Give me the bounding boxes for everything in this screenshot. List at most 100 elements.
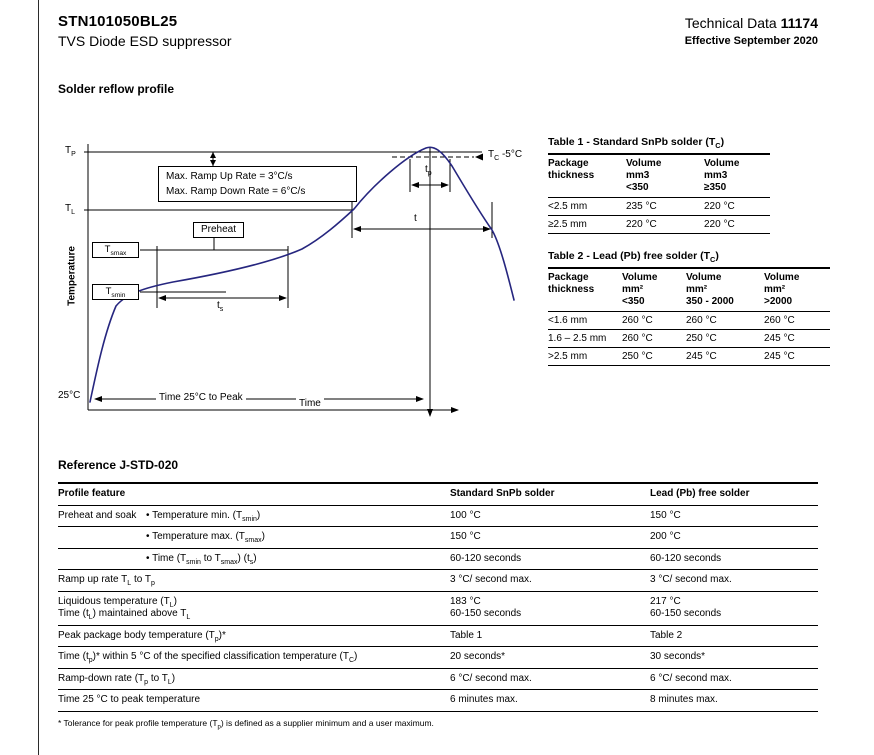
cell-thickness: <2.5 mm (548, 201, 588, 212)
cell-snpb: Table 1 (450, 629, 483, 641)
table-row: • Time (Tsmin to Tsmax) (ts) 60-120 seco… (58, 548, 818, 570)
cell-snpb: 3 °C/ second max. (450, 574, 532, 585)
doc-number: 11174 (780, 15, 818, 31)
reflow-profile-chart: Temperature TP TL Tsmax Tsmin Max. Ramp … (58, 136, 563, 432)
table-row: Time 25 °C to peak temperature 6 minutes… (58, 690, 818, 711)
table-row: <1.6 mm 260 °C 260 °C 260 °C (548, 312, 830, 330)
cell-pbfree: Table 2 (650, 629, 683, 641)
table-row: Time (tp)* within 5 °C of the specified … (58, 647, 818, 668)
ts-time-label: ts (217, 300, 224, 313)
col-header: Package thickness (548, 272, 595, 295)
table-header-row: Profile feature Standard SnPb solder Lea… (58, 483, 818, 505)
col-header: Volume mm² <350 (622, 272, 658, 307)
tp-axis-label: TP (65, 145, 76, 158)
col-header: Volume mm² >2000 (764, 272, 800, 307)
col-header: Package thickness (548, 158, 595, 181)
cell-feature: Liquidous temperature (TL)Time (tL) main… (58, 595, 191, 622)
reference-table: Profile feature Standard SnPb solder Lea… (58, 482, 818, 712)
feature-detail: • Time (Tsmin to Tsmax) (ts) (146, 552, 257, 566)
table2-title: Table 2 - Lead (Pb) free solder (TC) (548, 250, 719, 265)
cell-temp: 220 °C (704, 201, 735, 212)
cell-temp: 260 °C (686, 315, 717, 326)
feature-group: Preheat and soak (58, 509, 137, 521)
tc-minus-5-label: TC -5°C (488, 149, 523, 162)
time-to-peak-label: Time 25°C to Peak (156, 392, 246, 403)
cell-pbfree: 200 °C (650, 531, 681, 542)
tsmin-label-box: Tsmin (92, 284, 139, 300)
cell-temp: 260 °C (764, 315, 795, 326)
doc-type: Technical Data (684, 15, 777, 31)
table2-lead-free: Package thickness Volume mm² <350 Volume… (548, 267, 830, 366)
ramp-down-rate: Max. Ramp Down Rate = 6°C/s (166, 186, 306, 197)
cell-feature: • Time (Tsmin to Tsmax) (ts) (58, 548, 450, 570)
tp-time-label: tp (425, 164, 432, 177)
t-time-label: t (414, 213, 417, 224)
cell-thickness: ≥2.5 mm (548, 219, 587, 230)
table-row: 1.6 – 2.5 mm 260 °C 250 °C 245 °C (548, 330, 830, 348)
table-header-row: Package thickness Volume mm3 <350 Volume… (548, 154, 770, 198)
cell-pbfree: 3 °C/ second max. (650, 574, 732, 585)
cell-feature: Time (tp)* within 5 °C of the specified … (58, 651, 358, 664)
part-number: STN101050BL25 (58, 13, 178, 30)
cell-feature: Ramp up rate TL to Tp (58, 574, 155, 587)
table-row: Preheat and soak • Temperature min. (Tsmi… (58, 505, 818, 527)
measurement-arrows (94, 148, 493, 417)
cell-pbfree: 60-120 seconds (650, 552, 722, 564)
cell-temp: 260 °C (622, 333, 653, 344)
table1-standard-snpb: Package thickness Volume mm3 <350 Volume… (548, 153, 770, 234)
table-row: Ramp up rate TL to Tp 3 °C/ second max. … (58, 570, 818, 591)
cell-temp: 250 °C (686, 333, 717, 344)
cell-feature: Time 25 °C to peak temperature (58, 694, 201, 705)
feature-detail: • Temperature max. (Tsmax) (146, 531, 265, 544)
cell-thickness: <1.6 mm (548, 315, 588, 326)
table-row: • Temperature max. (Tsmax) 150 °C 200 °C (58, 527, 818, 548)
x-axis-label: Time (296, 398, 324, 409)
ramp-rate-box: Max. Ramp Up Rate = 3°C/s Max. Ramp Down… (158, 166, 357, 202)
col-header: Volume mm3 ≥350 (704, 158, 740, 193)
cell-temp: 220 °C (704, 219, 735, 230)
cell-pbfree: 8 minutes max. (650, 694, 718, 705)
cell-temp: 250 °C (622, 351, 653, 362)
table-header-row: Package thickness Volume mm² <350 Volume… (548, 268, 830, 312)
cell-pbfree: 30 seconds* (650, 651, 706, 662)
col-header: Standard SnPb solder (450, 488, 555, 499)
cell-thickness: >2.5 mm (548, 351, 588, 362)
cell-snpb: 150 °C (450, 531, 481, 542)
effective-date: Effective September 2020 (684, 35, 818, 47)
feature-detail: • Temperature min. (Tsmin) (146, 509, 261, 523)
doc-title: Technical Data 11174 (685, 15, 818, 31)
reference-section: Reference J-STD-020 Profile feature Stan… (58, 458, 818, 731)
cell-snpb: 100 °C (450, 509, 481, 521)
table-row: <2.5 mm 235 °C 220 °C (548, 198, 770, 216)
cell-snpb: 20 seconds* (450, 651, 506, 662)
cell-snpb: 60-120 seconds (450, 552, 522, 564)
cell-snpb: 6 °C/ second max. (450, 672, 532, 684)
left-margin-rule (38, 0, 39, 755)
cell-temp: 235 °C (626, 201, 657, 212)
cell-thickness: 1.6 – 2.5 mm (548, 333, 607, 344)
ramp-up-rate: Max. Ramp Up Rate = 3°C/s (166, 171, 293, 182)
table-row: >2.5 mm 250 °C 245 °C 245 °C (548, 348, 830, 366)
col-header: Volume mm3 <350 (626, 158, 662, 193)
table-row: Liquidous temperature (TL)Time (tL) main… (58, 591, 818, 625)
document-header-right: Technical Data 11174 Effective September… (685, 15, 818, 47)
cell-feature: Ramp-down rate (Tp to TL) (58, 672, 176, 686)
tsmax-label-box: Tsmax (92, 242, 139, 258)
footnote: * Tolerance for peak profile temperature… (58, 717, 434, 731)
tl-axis-label: TL (65, 203, 76, 216)
cell-snpb: 6 minutes max. (450, 694, 518, 705)
solder-tables: Table 1 - Standard SnPb solder (TC) Pack… (548, 136, 848, 366)
cell-feature: Peak package body temperature (Tp)* (58, 629, 226, 643)
table1-title: Table 1 - Standard SnPb solder (TC) (548, 136, 725, 151)
table-row: ≥2.5 mm 220 °C 220 °C (548, 216, 770, 234)
table-row: Peak package body temperature (Tp)* Tabl… (58, 625, 818, 647)
reference-title: Reference J-STD-020 (58, 458, 179, 472)
col-header: Profile feature (58, 488, 126, 499)
product-subtitle: TVS Diode ESD suppressor (58, 33, 232, 49)
axis-lines (84, 144, 459, 413)
y-axis-label: Temperature (66, 246, 78, 306)
cell-temp: 245 °C (764, 333, 795, 344)
table-row: Ramp-down rate (Tp to TL) 6 °C/ second m… (58, 668, 818, 690)
cell-temp: 220 °C (626, 219, 657, 230)
